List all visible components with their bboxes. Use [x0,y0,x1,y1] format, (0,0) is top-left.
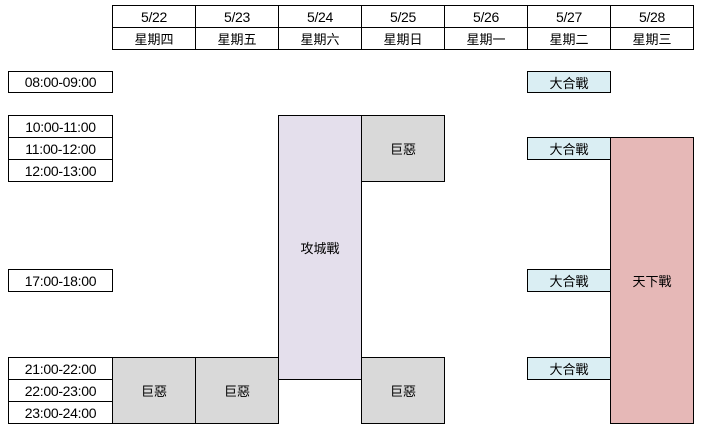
date-header: 5/26 [444,5,528,28]
event-boss: 巨惡 [361,115,445,182]
weekday-header: 星期三 [610,27,694,50]
event-world-battle: 天下戰 [610,137,694,424]
weekday-header: 星期六 [278,27,362,50]
event-grand-battle: 大合戰 [527,269,611,292]
event-boss: 巨惡 [361,357,445,424]
time-slot: 10:00-11:00 [8,115,113,138]
weekday-header: 星期一 [444,27,528,50]
date-header: 5/28 [610,5,694,28]
time-slot: 08:00-09:00 [8,71,113,93]
event-grand-battle: 大合戰 [527,357,611,380]
event-grand-battle: 大合戰 [527,71,611,93]
weekday-header: 星期四 [112,27,196,50]
time-slot: 17:00-18:00 [8,269,113,292]
event-boss: 巨惡 [112,357,196,424]
time-slot: 23:00-24:00 [8,401,113,424]
event-boss: 巨惡 [195,357,279,424]
date-header: 5/25 [361,5,445,28]
time-slot: 11:00-12:00 [8,137,113,160]
time-slot: 22:00-23:00 [8,379,113,402]
weekday-header: 星期日 [361,27,445,50]
event-siege: 攻城戰 [278,115,362,380]
date-header: 5/22 [112,5,196,28]
time-slot: 12:00-13:00 [8,159,113,182]
weekday-header: 星期五 [195,27,279,50]
weekday-header: 星期二 [527,27,611,50]
date-header: 5/23 [195,5,279,28]
date-header: 5/27 [527,5,611,28]
date-header: 5/24 [278,5,362,28]
event-grand-battle: 大合戰 [527,137,611,160]
time-slot: 21:00-22:00 [8,357,113,380]
